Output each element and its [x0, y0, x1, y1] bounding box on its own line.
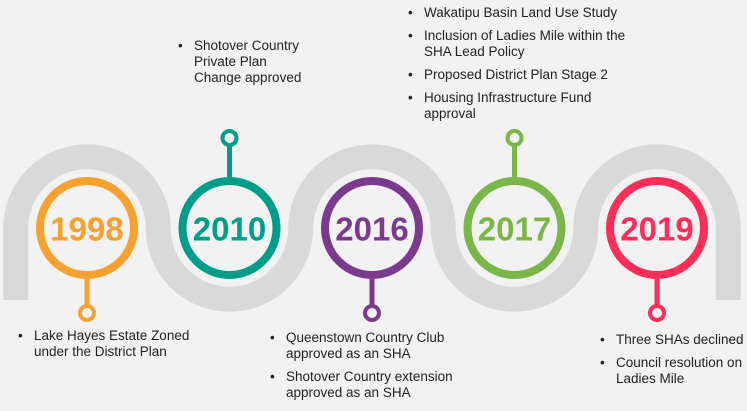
- milestone-ring: [606, 177, 708, 279]
- milestone-endpoint: [78, 304, 96, 322]
- milestone-endpoint: [363, 304, 381, 322]
- note-item: Inclusion of Ladies Mile within the SHA …: [408, 28, 634, 60]
- milestone-year: 2010: [193, 211, 266, 248]
- milestone-2010-notes: Shotover Country Private Plan Change app…: [176, 38, 304, 93]
- milestone-2016-notes: Queenstown Country Club approved as an S…: [268, 330, 496, 408]
- milestone-2019: 2019: [606, 177, 708, 322]
- note-item: Queenstown Country Club approved as an S…: [270, 330, 496, 362]
- milestone-2019-notes: Three SHAs declined Council resolution o…: [598, 332, 747, 394]
- milestone-2010: 2010: [178, 129, 281, 279]
- note-item: Wakatipu Basin Land Use Study: [408, 5, 634, 21]
- milestone-1998-notes: Lake Hayes Estate Zoned under the Distri…: [16, 328, 194, 367]
- timeline-road: [3, 144, 741, 312]
- milestone-year: 2016: [335, 211, 408, 248]
- milestone-year: 1998: [50, 211, 123, 248]
- milestone-ring: [321, 177, 423, 279]
- milestone-ring: [463, 177, 566, 279]
- milestone-2017-notes: Wakatipu Basin Land Use Study Inclusion …: [406, 5, 634, 129]
- milestone-endpoint: [220, 129, 239, 147]
- note-item: Shotover Country extension approved as a…: [270, 369, 496, 401]
- note-item: Shotover Country Private Plan Change app…: [178, 38, 304, 86]
- milestone-ring: [178, 177, 281, 279]
- milestone-2017: 2017: [463, 129, 566, 279]
- note-item: Three SHAs declined: [600, 332, 747, 348]
- milestone-2016: 2016: [321, 177, 423, 322]
- note-item: Lake Hayes Estate Zoned under the Distri…: [18, 328, 194, 360]
- milestone-1998: 1998: [36, 177, 138, 322]
- milestone-ring: [36, 177, 138, 279]
- note-item: Housing Infrastructure Fund approval: [408, 90, 634, 122]
- note-item: Proposed District Plan Stage 2: [408, 67, 634, 83]
- milestone-endpoint: [505, 129, 524, 147]
- milestone-year: 2019: [620, 211, 693, 248]
- milestone-year: 2017: [478, 211, 551, 248]
- note-item: Council resolution on Ladies Mile: [600, 355, 747, 387]
- milestone-endpoint: [648, 304, 666, 322]
